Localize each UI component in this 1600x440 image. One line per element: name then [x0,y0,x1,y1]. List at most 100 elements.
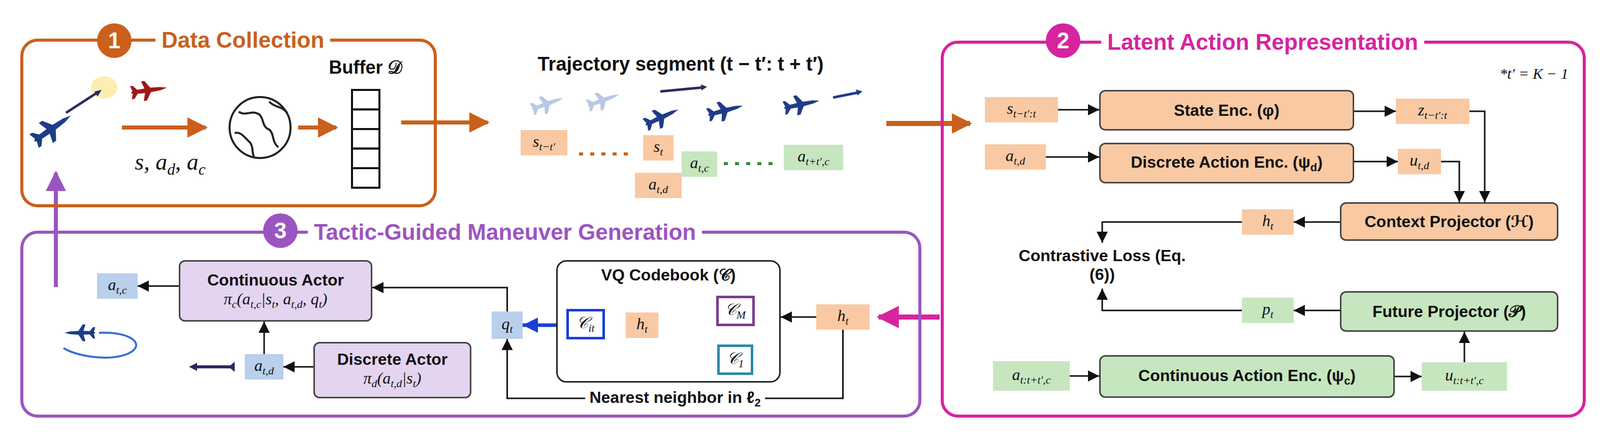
node-label: at+t′,c [797,146,830,169]
subscript: d [371,377,378,390]
subscript: t [509,323,513,336]
variable-box: at:t+t′,c [993,361,1070,391]
text-run: ) [1317,152,1323,172]
node-label: ut,d [1409,150,1429,173]
text-run: a [254,356,263,375]
panel: 3at,cContinuous Actorπc(at,c|st, at,d, q… [20,230,922,418]
variable-box: ut,d [1397,148,1442,175]
text-run: 𝒞 [576,313,589,332]
node-label: Context Projector (ℋ) [1364,212,1534,232]
node-label: at,c [107,275,127,297]
node-label: πc(at,c|st, at,d, qt) [224,289,328,311]
variable-box: ht [625,312,659,338]
buffer-cell [352,109,380,130]
subscript: t [1270,308,1274,321]
text-run: a [1012,365,1021,384]
node-label: at,d [1005,146,1026,168]
text-run: h [636,314,645,333]
subscript: t [318,298,323,311]
subscript: t [845,314,849,328]
subscript: 1 [738,357,745,370]
text-run: ) [416,368,422,388]
subscript: t [644,323,648,336]
variable-box: pt [1241,297,1294,324]
loss-arrow [1102,288,1242,311]
ellipsis-dots [579,152,630,156]
text-run: s [653,137,660,156]
node-label: ht [1262,211,1274,233]
flow-arrow [878,314,940,320]
subscript: t:t+t′,c [1453,374,1484,387]
node-label: ht [837,306,849,328]
connector [283,366,314,368]
text-run: q [501,314,510,333]
text-run: ) [322,289,328,308]
module-box: Discrete Actorπd(at,d|st) [313,341,472,399]
text-run: π [363,368,372,388]
step-number: 2 [1045,23,1081,58]
subscript: c [1344,373,1351,387]
aircraft-scene [26,76,169,152]
variable-box: qt [491,311,523,339]
maneuver-trail [63,332,137,358]
text-run: Discrete Action Enc. (ψ [1130,152,1311,172]
panel: 2st−t′:tState Enc. (φ)zt−t′:tat,dDiscret… [940,40,1586,418]
subscript: M [736,308,746,322]
buffer-cell [352,148,380,169]
node-label: Discrete Actor [337,349,448,369]
module-box: Context Projector (ℋ) [1339,202,1559,241]
text-run: u [1445,365,1454,384]
text-run: , a [175,148,199,175]
text-run: s [1006,99,1013,118]
subscript: t+t′,c [805,155,830,168]
flow-arrow [298,125,337,130]
node-label: Latent Action Representation [1101,29,1425,56]
node-label: ut:t+t′,c [1445,365,1484,388]
subscript: t,d [262,364,274,377]
subscript: t,d [656,183,668,196]
text-run: u [1409,150,1418,170]
node-label: st [653,137,664,159]
node-label: 𝒞1 [726,348,745,371]
flow-arrow [121,125,206,130]
text-run: ) [1350,366,1356,385]
node-label: at,d [254,356,274,378]
subscript: t,c [115,283,127,297]
trajectory-aircraft [528,84,863,134]
node-label: Continuous Action Enc. (ψc) [1138,366,1356,388]
buffer-cell [352,168,380,188]
connector [1058,109,1100,111]
flow-arrow [401,120,488,125]
subscript: t [659,145,663,158]
variable-box: st [643,135,674,161]
connector [137,285,179,287]
subscript: c [198,160,206,179]
text-run: h [1262,211,1271,230]
text-run: |s [401,368,413,388]
node-label: Buffer 𝒟 [329,56,403,78]
node-label: at,c [689,153,709,175]
code-entry-box: 𝒞M [716,295,755,327]
subscript: t,d [1013,154,1026,168]
text-run: (a [236,289,251,308]
blue-jet [26,105,78,152]
text-run: a [107,275,116,294]
missile-head [94,89,102,97]
text-run: p [1262,299,1271,318]
text-run: s [532,132,539,151]
node-label: Discrete Action Enc. (ψd) [1130,152,1323,174]
text-run: (a [376,368,391,388]
module-box: Discrete Action Enc. (ψd) [1099,142,1355,184]
edge-label: Nearest neighbor in ℓ2 [585,388,765,409]
node-label: Data Collection [155,27,331,54]
blue-jet [64,324,96,342]
text-run: Continuous Action Enc. (ψ [1138,366,1344,385]
codebook-box: 𝒞itht𝒞M𝒞1VQ Codebook (𝒞) [556,260,781,383]
missile [188,361,235,372]
variable-box: zt−t′:t [1395,98,1470,124]
subscript: t−t′ [538,140,556,153]
variable-box: ut:t+t′,c [1421,362,1508,391]
node-label: Tactic-Guided Maneuver Generation [307,219,702,246]
variable-box: st−t′:t [984,97,1059,123]
variable-box: at+t′,c [783,144,844,171]
